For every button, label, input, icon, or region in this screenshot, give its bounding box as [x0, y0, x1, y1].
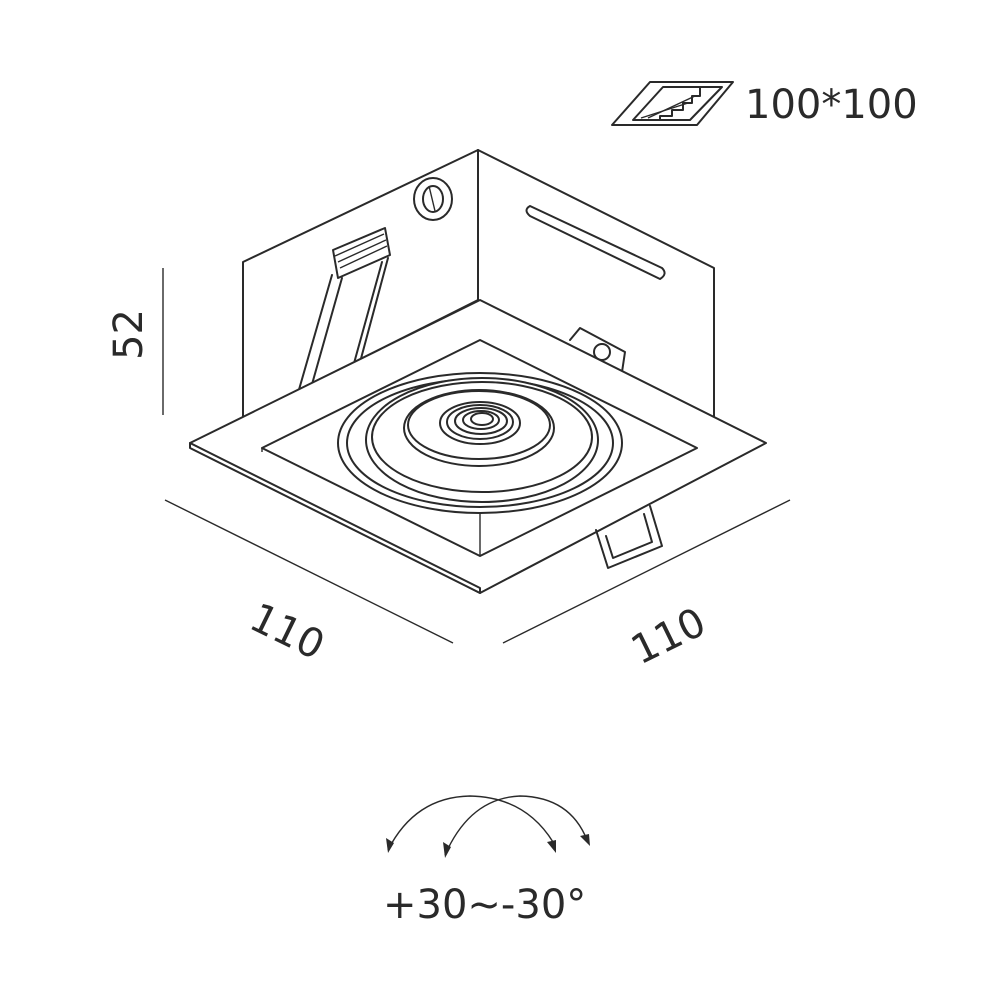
lamp-module — [337, 372, 623, 514]
width-right-dimension-line — [502, 499, 791, 644]
tilt-angle-label: +30~-30° — [383, 882, 586, 928]
width-left-dimension-line — [164, 499, 454, 644]
tilt-arrows-icon — [386, 795, 590, 858]
front-clip-icon — [595, 505, 663, 569]
cutout-size-label: 100*100 — [745, 82, 918, 128]
housing-box — [242, 149, 715, 419]
cable-gland-icon — [413, 177, 453, 221]
cutout-hatch-icon — [611, 81, 734, 126]
width-right-label: 110 — [624, 599, 713, 674]
width-left-label: 110 — [243, 595, 332, 670]
height-label: 52 — [106, 309, 152, 360]
